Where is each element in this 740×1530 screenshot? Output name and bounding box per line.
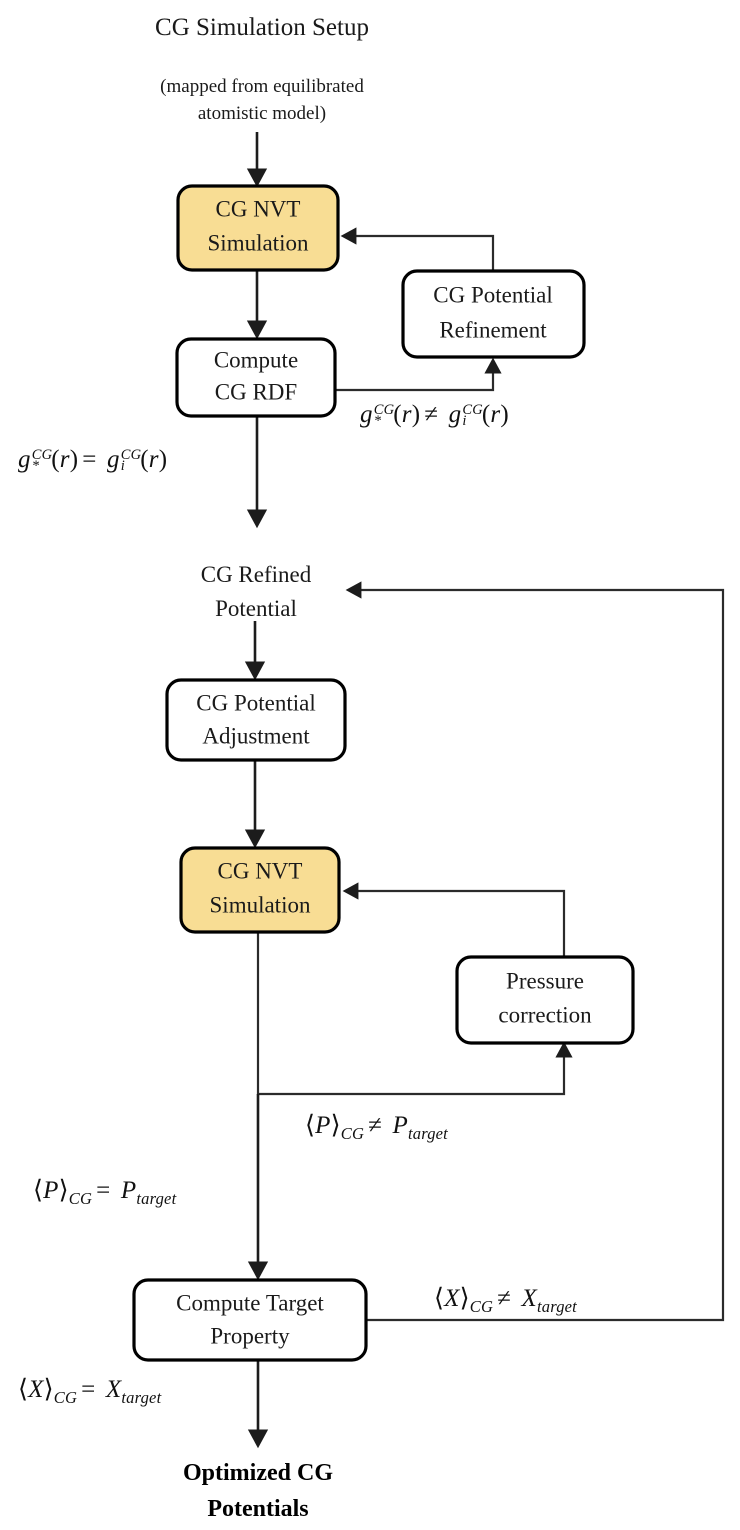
connector-target-to-refined-potential bbox=[345, 581, 725, 1322]
terminal-label-line-1: Optimized CG bbox=[183, 1460, 333, 1486]
node-label-line-1: CG Refined bbox=[201, 562, 312, 587]
node-label-line-2: correction bbox=[498, 1002, 592, 1027]
node-box bbox=[401, 269, 586, 359]
node-label-line-2: CG RDF bbox=[215, 379, 297, 404]
connector-rdf-to-refinement bbox=[334, 357, 502, 392]
subtitle-line-2: atomistic model) bbox=[198, 103, 326, 124]
eqn-operator: = bbox=[82, 446, 97, 473]
eqn-operator: ≠ bbox=[497, 1285, 512, 1312]
equation-property-not-equal: ⟨X⟩CG≠ Xtarget bbox=[434, 1285, 577, 1316]
node-label-line-1: CG NVT bbox=[216, 196, 301, 221]
node-compute-cg-rdf[interactable]: Compute CG RDF bbox=[175, 337, 337, 418]
node-label-line-2: Simulation bbox=[208, 230, 309, 255]
eqn-lhs: ⟨X⟩CG bbox=[434, 1283, 494, 1316]
connector-pressure-to-nvt2 bbox=[342, 882, 566, 957]
node-label-line-2: Refinement bbox=[439, 317, 547, 342]
terminal-label-line-2: Potentials bbox=[207, 1496, 308, 1522]
equation-pressure-equal: ⟨P⟩CG= Ptarget bbox=[33, 1177, 176, 1208]
node-label-line-1: CG Potential bbox=[433, 282, 552, 307]
eqn-operator: ≠ bbox=[424, 401, 439, 428]
connector-refinement-to-nvt1 bbox=[340, 227, 495, 271]
node-label-line-1: CG NVT bbox=[218, 858, 303, 883]
eqn-rhs: Ptarget bbox=[114, 1177, 177, 1208]
node-box bbox=[175, 337, 337, 418]
eqn-rhs: Xtarget bbox=[515, 1285, 577, 1316]
connector-nvt2-to-pressure bbox=[256, 932, 573, 1096]
node-cg-potential-refinement[interactable]: CG Potential Refinement bbox=[401, 269, 586, 359]
node-label-line-1: Pressure bbox=[506, 968, 584, 993]
node-box bbox=[179, 846, 341, 934]
node-label-line-2: Potential bbox=[215, 596, 297, 621]
node-box bbox=[455, 955, 635, 1045]
node-compute-target-property[interactable]: Compute Target Property bbox=[132, 1278, 368, 1362]
node-cg-potential-adjustment[interactable]: CG Potential Adjustment bbox=[165, 678, 347, 762]
eqn-rhs: Xtarget bbox=[99, 1376, 162, 1407]
node-box bbox=[132, 1278, 368, 1362]
eqn-lhs: ⟨X⟩CG bbox=[18, 1374, 78, 1407]
eqn-operator: = bbox=[96, 1177, 111, 1204]
node-label-line-2: Simulation bbox=[210, 892, 311, 917]
page-title: CG Simulation Setup bbox=[155, 14, 369, 41]
node-label-line-2: Property bbox=[210, 1323, 290, 1348]
eqn-operator: ≠ bbox=[368, 1112, 383, 1139]
subtitle-line-1: (mapped from equilibrated bbox=[160, 76, 364, 97]
eqn-lhs: ⟨P⟩CG bbox=[305, 1110, 365, 1143]
equation-property-equal: ⟨X⟩CG= Xtarget bbox=[18, 1376, 161, 1407]
node-optimized-cg-potentials: Optimized CG Potentials bbox=[183, 1460, 333, 1522]
node-cg-refined-potential: CG Refined Potential bbox=[201, 562, 312, 621]
eqn-rhs: Ptarget bbox=[386, 1112, 448, 1143]
node-box bbox=[165, 678, 347, 762]
node-box bbox=[176, 184, 340, 272]
node-pressure-correction[interactable]: Pressure correction bbox=[455, 955, 635, 1045]
equation-pressure-not-equal: ⟨P⟩CG≠ Ptarget bbox=[305, 1112, 448, 1143]
node-cg-nvt-simulation-2[interactable]: CG NVT Simulation bbox=[179, 846, 341, 934]
node-label-line-1: Compute Target bbox=[176, 1290, 324, 1315]
node-label-line-1: CG Potential bbox=[196, 690, 315, 715]
node-label-line-2: Adjustment bbox=[202, 723, 310, 748]
eqn-lhs: ⟨P⟩CG bbox=[33, 1175, 93, 1208]
node-label-line-1: Compute bbox=[214, 347, 298, 372]
eqn-operator: = bbox=[81, 1376, 96, 1403]
node-cg-nvt-simulation-1[interactable]: CG NVT Simulation bbox=[176, 184, 340, 272]
